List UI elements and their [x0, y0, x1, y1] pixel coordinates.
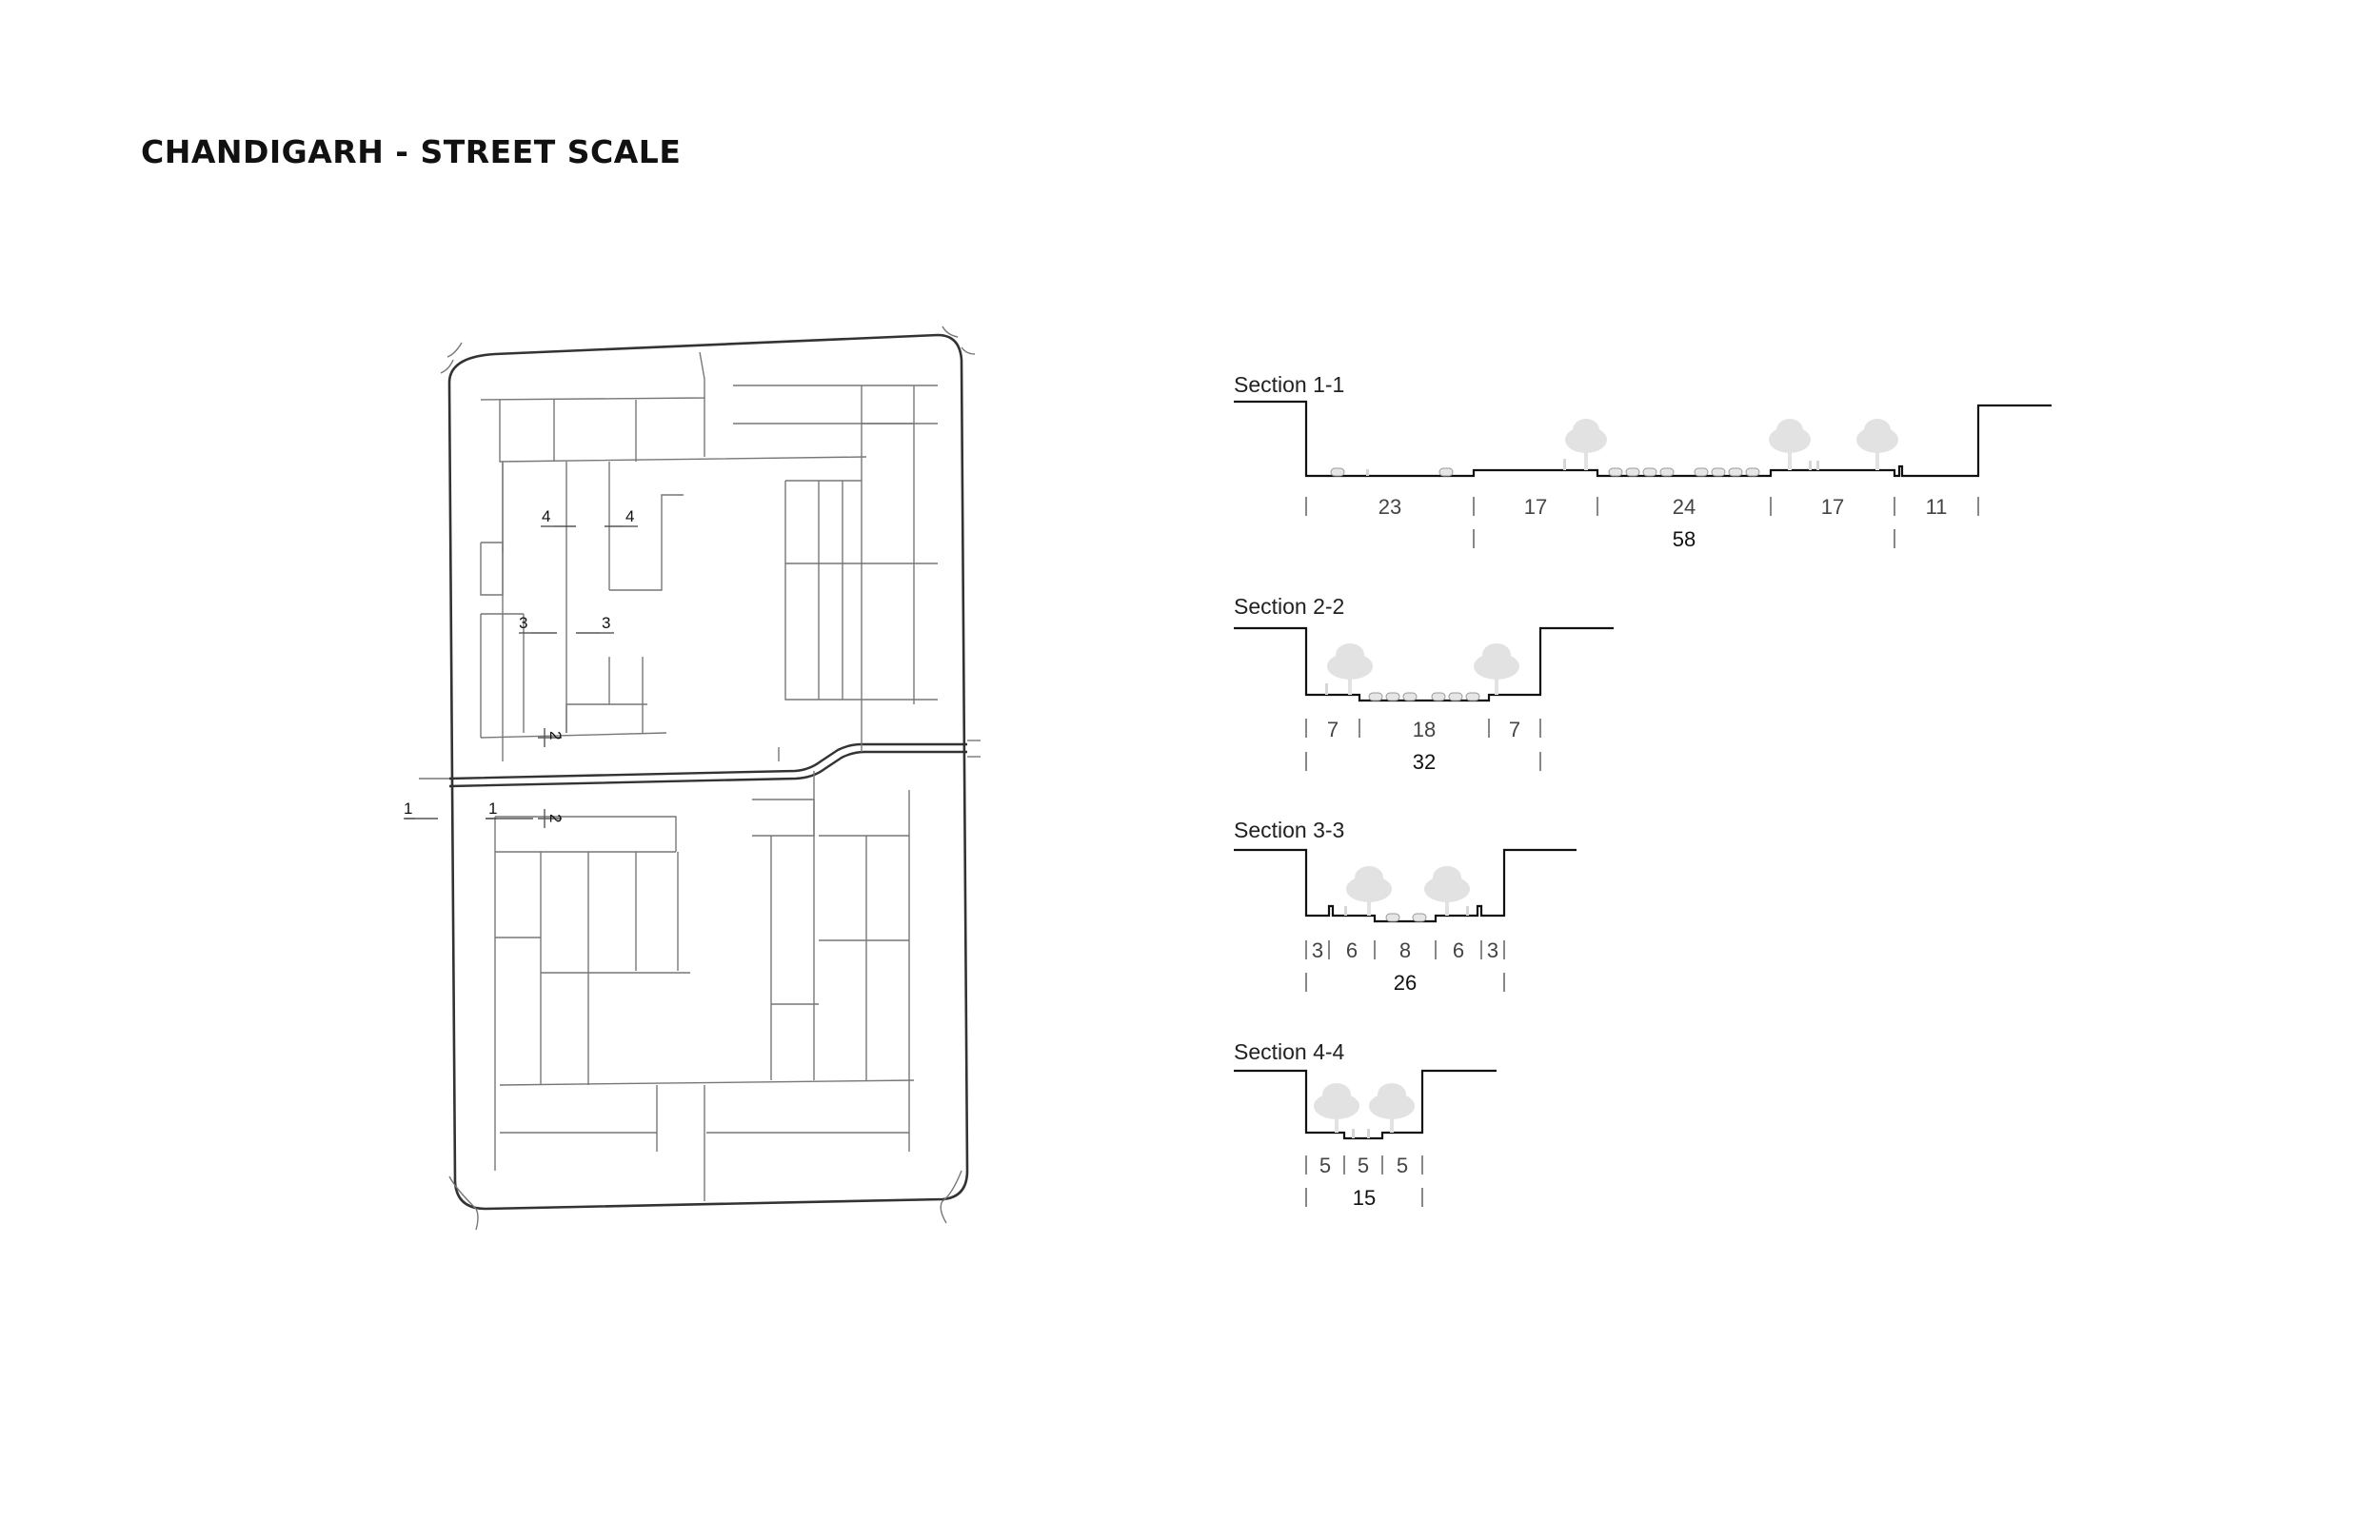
section-3-3-dimensions: 3 6 8 6 3 26 — [1305, 938, 1505, 995]
section-1-1-dim-3: 24 — [1673, 495, 1696, 519]
section-3-3-dim-5: 3 — [1487, 938, 1498, 962]
section-4-4: Section 4-4 5 5 5 15 — [1234, 1039, 1497, 1210]
block-boundary — [447, 333, 969, 1211]
section-3-3-dim-3: 8 — [1399, 938, 1411, 962]
section-2-2: Section 2-2 7 18 7 — [1234, 594, 1614, 774]
main-road — [448, 742, 967, 780]
section-2-2-cars — [1368, 692, 1480, 701]
section-1-1: Section 1-1 — [1234, 372, 2052, 551]
section-1-1-cars — [1330, 467, 1760, 477]
section-1-1-title: Section 1-1 — [1234, 372, 1344, 397]
cut-label-3-left: 3 — [519, 614, 527, 632]
section-4-4-title: Section 4-4 — [1234, 1039, 1345, 1064]
section-3-3-dim-4: 6 — [1453, 938, 1464, 962]
lower-block-streets — [494, 771, 915, 1201]
section-3-3-dim-2: 6 — [1346, 938, 1358, 962]
upper-block-streets — [480, 351, 938, 761]
section-1-1-dim-5: 11 — [1926, 495, 1948, 519]
section-1-1-trees — [1565, 419, 1898, 470]
page-title: CHANDIGARH - STREET SCALE — [141, 133, 682, 170]
section-3-3-cars — [1385, 913, 1427, 922]
section-1-1-dim-4: 17 — [1821, 495, 1844, 519]
section-1-1-dim-1: 23 — [1378, 495, 1401, 519]
section-1-1-dimensions: 23 17 24 17 11 58 — [1305, 495, 1979, 551]
section-2-2-dim-1: 7 — [1327, 718, 1339, 741]
section-1-1-dim-2: 17 — [1524, 495, 1547, 519]
section-3-3: Section 3-3 3 6 8 6 3 — [1234, 818, 1577, 995]
section-3-3-trees — [1346, 866, 1470, 916]
section-4-4-dim-2: 5 — [1358, 1154, 1369, 1177]
section-1-1-profile — [1234, 400, 2052, 478]
section-4-4-total: 15 — [1353, 1186, 1376, 1210]
section-3-3-profile — [1234, 848, 1577, 923]
section-4-4-dim-3: 5 — [1397, 1154, 1408, 1177]
section-1-1-total: 58 — [1673, 527, 1696, 551]
section-2-2-dim-3: 7 — [1509, 718, 1520, 741]
section-4-4-dimensions: 5 5 5 15 — [1305, 1154, 1423, 1210]
cut-label-1-right: 1 — [488, 800, 497, 818]
section-2-2-total: 32 — [1413, 750, 1436, 774]
section-3-3-total: 26 — [1394, 971, 1417, 995]
section-2-2-profile — [1234, 626, 1614, 702]
site-plan: 1 1 2 2 3 3 4 4 — [404, 326, 981, 1231]
cut-label-4-left: 4 — [542, 507, 550, 525]
cut-label-3-right: 3 — [602, 614, 610, 632]
section-cut-markers: 1 1 2 2 3 3 4 4 — [404, 507, 638, 828]
section-2-2-dimensions: 7 18 7 32 — [1305, 718, 1541, 774]
section-4-4-profile — [1234, 1069, 1497, 1140]
section-4-4-trees — [1314, 1083, 1415, 1133]
cut-label-1-left: 1 — [404, 800, 412, 818]
section-3-3-dim-1: 3 — [1312, 938, 1323, 962]
section-2-2-dim-2: 18 — [1413, 718, 1436, 741]
cut-label-4-right: 4 — [625, 507, 634, 525]
section-3-3-title: Section 3-3 — [1234, 818, 1344, 842]
section-4-4-dim-1: 5 — [1319, 1154, 1331, 1177]
section-2-2-trees — [1327, 643, 1519, 695]
section-2-2-title: Section 2-2 — [1234, 594, 1344, 619]
cut-label-2-top: 2 — [546, 731, 565, 740]
cut-label-2-bottom: 2 — [546, 814, 565, 822]
